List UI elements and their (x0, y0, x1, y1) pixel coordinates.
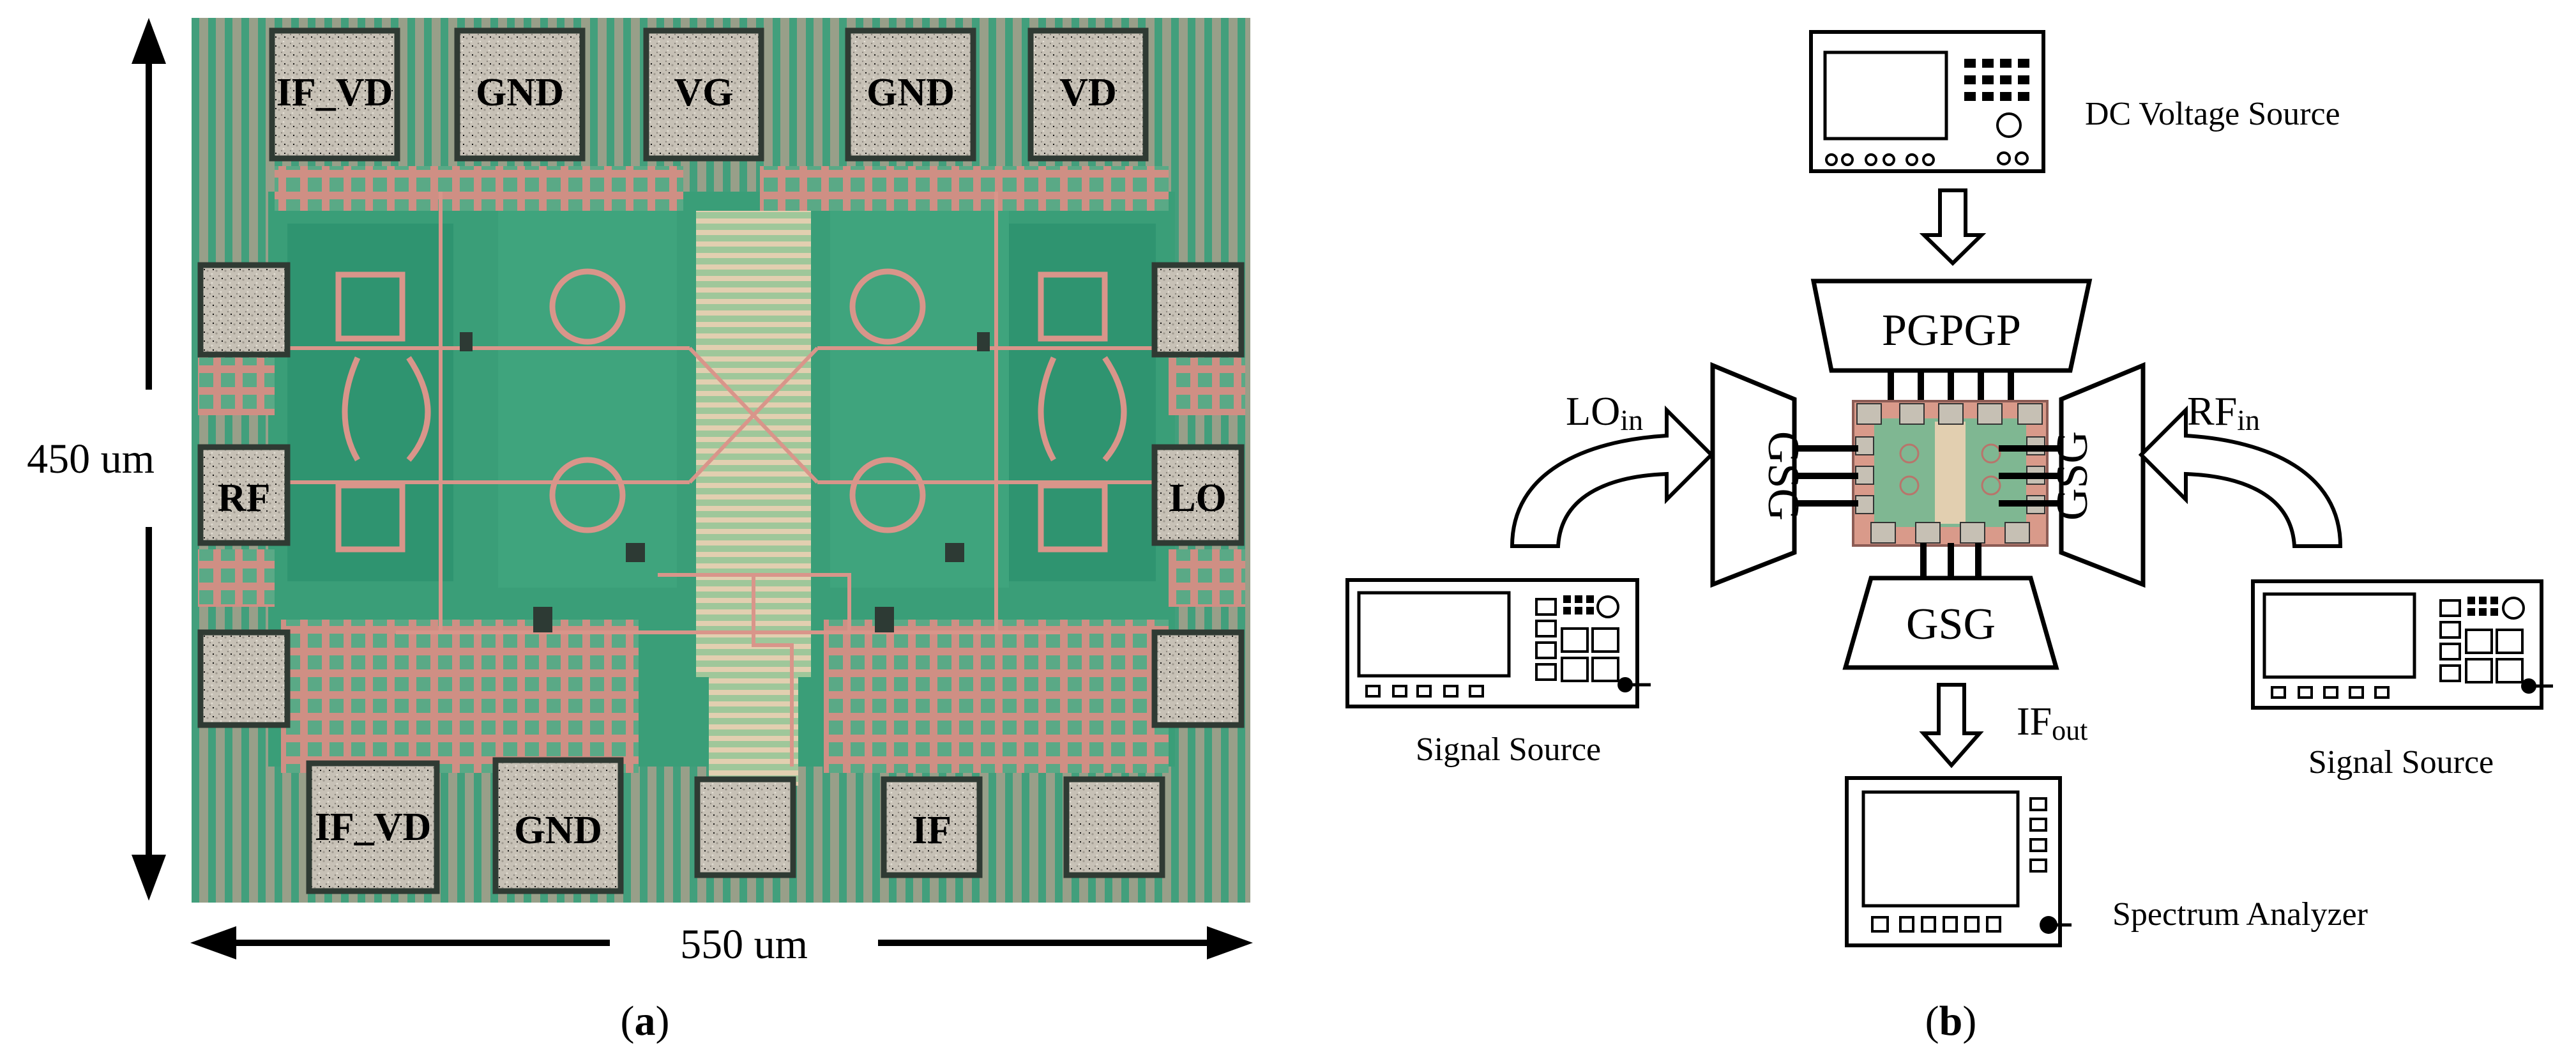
pad-bottom-4: IF (881, 776, 983, 878)
spectrum-analyzer-instrument (1845, 776, 2072, 947)
bottom-instrument-label: Spectrum Analyzer (2112, 896, 2368, 933)
probe-top: PGPGP (1810, 279, 2093, 401)
lo-curved-arrow-icon (1510, 405, 1715, 548)
caption-a: (a) (621, 998, 670, 1044)
pad-label-top-2: GND (476, 71, 564, 114)
pad-label-bottom-1: IF_VD (315, 805, 432, 849)
caption-b: (b) (1925, 998, 1977, 1044)
if-out-label: IFout (2017, 700, 2087, 746)
pad-left-lower (197, 629, 291, 728)
pad-bottom-3 (694, 776, 796, 878)
rf-in-label: RFin (2187, 388, 2260, 436)
pad-top-4: GND (845, 27, 976, 162)
pad-left-middle: RF (197, 444, 291, 546)
probe-top-label: PGPGP (1882, 306, 2021, 355)
pad-bottom-5 (1063, 776, 1165, 878)
dc-source-label: DC Voltage Source (2085, 96, 2340, 132)
chip-pads: IF_VD GND VG GND VD RF LO (197, 27, 1245, 894)
arrow-left-icon (190, 926, 236, 959)
probe-left: GSG (1710, 362, 1858, 588)
right-instrument-label: Signal Source (2308, 744, 2494, 781)
width-dimension: 550 um (190, 921, 1253, 968)
dc-voltage-source-instrument (1809, 30, 2045, 173)
right-signal-source-instrument (2251, 579, 2553, 710)
pad-label-bottom-2: GND (514, 809, 602, 852)
hollow-arrow-down-icon (1919, 188, 1987, 266)
left-instrument-label: Signal Source (1416, 731, 1601, 768)
pad-label-top-1: IF_VD (277, 71, 393, 114)
pad-top-2: GND (454, 27, 586, 162)
pad-right-middle: LO (1151, 444, 1245, 546)
pad-left-upper (197, 262, 291, 358)
pad-label-top-3: VG (674, 71, 734, 114)
probe-bottom-label: GSG (1906, 600, 1996, 649)
pad-top-1: IF_VD (269, 27, 400, 162)
arrow-right-icon (1207, 926, 1253, 959)
pad-label-lo: LO (1169, 477, 1227, 520)
pad-bottom-1: IF_VD (306, 760, 440, 894)
pad-right-upper (1151, 262, 1245, 358)
left-signal-source-instrument (1345, 578, 1651, 708)
chip-micrograph (192, 18, 1250, 903)
pad-top-5: VD (1027, 27, 1149, 162)
pad-bottom-2: GND (492, 757, 624, 894)
arrow-up-icon (132, 18, 166, 64)
pad-label-rf: RF (218, 477, 271, 520)
pad-top-3: VG (643, 27, 764, 162)
probe-bottom: GSG (1842, 543, 2059, 670)
hollow-arrow-down-icon (1919, 683, 1984, 768)
rf-curved-arrow-icon (2138, 405, 2343, 548)
width-label: 550 um (680, 921, 808, 968)
probe-right: GSG (1999, 362, 2146, 588)
arrow-down-icon (132, 855, 166, 901)
pad-label-top-5: VD (1059, 71, 1117, 114)
lo-in-label: LOin (1566, 388, 1643, 436)
pad-label-top-4: GND (867, 71, 955, 114)
height-label: 450 um (27, 436, 155, 482)
height-dimension: 450 um (27, 18, 166, 901)
pad-label-bottom-4: IF (912, 809, 951, 852)
chip-thumbnail (1852, 400, 2049, 547)
pad-right-lower (1151, 629, 1245, 728)
